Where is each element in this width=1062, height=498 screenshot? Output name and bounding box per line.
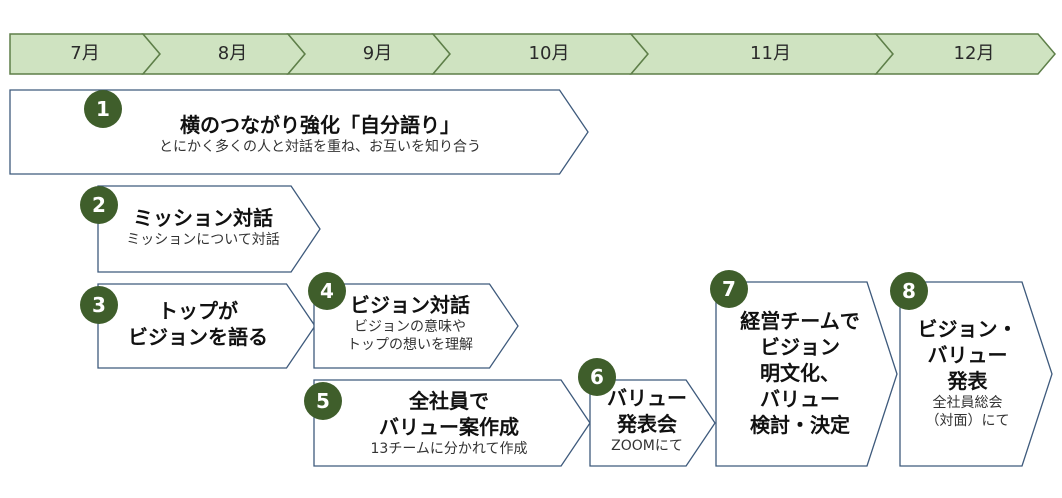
step-title: バリュー (927, 343, 1008, 367)
step-text-8: ビジョン・バリュー発表全社員総会 （対面）にて (900, 316, 1035, 430)
step-number-badge: 4 (308, 272, 346, 310)
step-title: 発表 (947, 369, 988, 393)
step-text-6: バリュー発表会 ZOOMにて (592, 385, 702, 455)
step-subtitle: ビジョンの意味や (354, 319, 466, 335)
step-subtitle: 全社員総会 (932, 395, 1003, 411)
step-number-badge: 1 (84, 90, 122, 128)
month-label: 9月 (362, 43, 393, 64)
step-number-badge: 2 (80, 186, 118, 224)
step-subtitle: ミッションについて対話 (126, 232, 280, 248)
step-title: バリュー案作成 (379, 415, 519, 439)
step-number-badge: 8 (890, 272, 928, 310)
month-label: 11月 (750, 43, 791, 64)
step-title: バリュー (607, 386, 687, 410)
step-subtitle: 13チームに分かれて作成 (370, 441, 528, 457)
step-title: 経営チームで (740, 309, 860, 333)
step-title: 横のつながり強化「自分語り」 (180, 113, 460, 137)
step-title: バリュー (760, 387, 840, 411)
month-label: 12月 (953, 43, 995, 64)
month-label: 8月 (217, 43, 248, 64)
step-subtitle: ZOOMにて (611, 438, 683, 454)
step-title: 発表会 (617, 412, 677, 436)
step-text-1: 横のつながり強化「自分語り」とにかく多くの人と対話を重ね、お互いを知り合う (60, 112, 580, 156)
month-timeline (9, 33, 1056, 75)
step-text-4: ビジョン対話ビジョンの意味やトップの想いを理解 (325, 292, 495, 354)
step-title: ミッション対話 (133, 206, 273, 230)
step-subtitle: （対面）にて (925, 413, 1010, 429)
step-title: ビジョン対話 (350, 293, 470, 317)
step-text-3: トップがビジョンを語る (98, 298, 298, 350)
step-number-badge: 6 (578, 358, 616, 396)
step-text-2: ミッション対話ミッションについて対話 (98, 205, 308, 249)
step-number-badge: 3 (80, 286, 118, 324)
step-subtitle: とにかく多くの人と対話を重ね、お互いを知り合う (159, 139, 481, 155)
step-title: ビジョン (760, 335, 840, 359)
step-arrow-4 (313, 283, 519, 369)
step-subtitle: トップの想いを理解 (347, 337, 473, 353)
step-arrow-6 (589, 379, 716, 467)
step-number-badge: 5 (304, 382, 342, 420)
step-text-5: 全社員でバリュー案作成 13チームに分かれて作成 (324, 388, 574, 458)
step-arrow-8 (899, 281, 1053, 467)
step-title: ビジョン・ (917, 317, 1018, 341)
step-title: 検討・決定 (750, 413, 850, 437)
step-arrow-3 (97, 283, 316, 369)
step-title: 全社員で (409, 389, 489, 413)
month-chevron (874, 33, 1056, 75)
step-arrow-1 (9, 89, 589, 175)
step-arrow-7 (715, 281, 898, 467)
month-label: 7月 (70, 43, 100, 64)
step-arrow-5 (313, 379, 591, 467)
step-title: トップが (158, 299, 238, 323)
step-number-badge: 7 (710, 270, 748, 308)
step-text-7: 経営チームでビジョン明文化、バリュー検討・決定 (720, 308, 880, 438)
month-label: 10月 (528, 43, 570, 64)
step-title: ビジョンを語る (128, 325, 268, 349)
step-arrow-2 (97, 185, 321, 273)
step-title: 明文化、 (760, 361, 840, 385)
